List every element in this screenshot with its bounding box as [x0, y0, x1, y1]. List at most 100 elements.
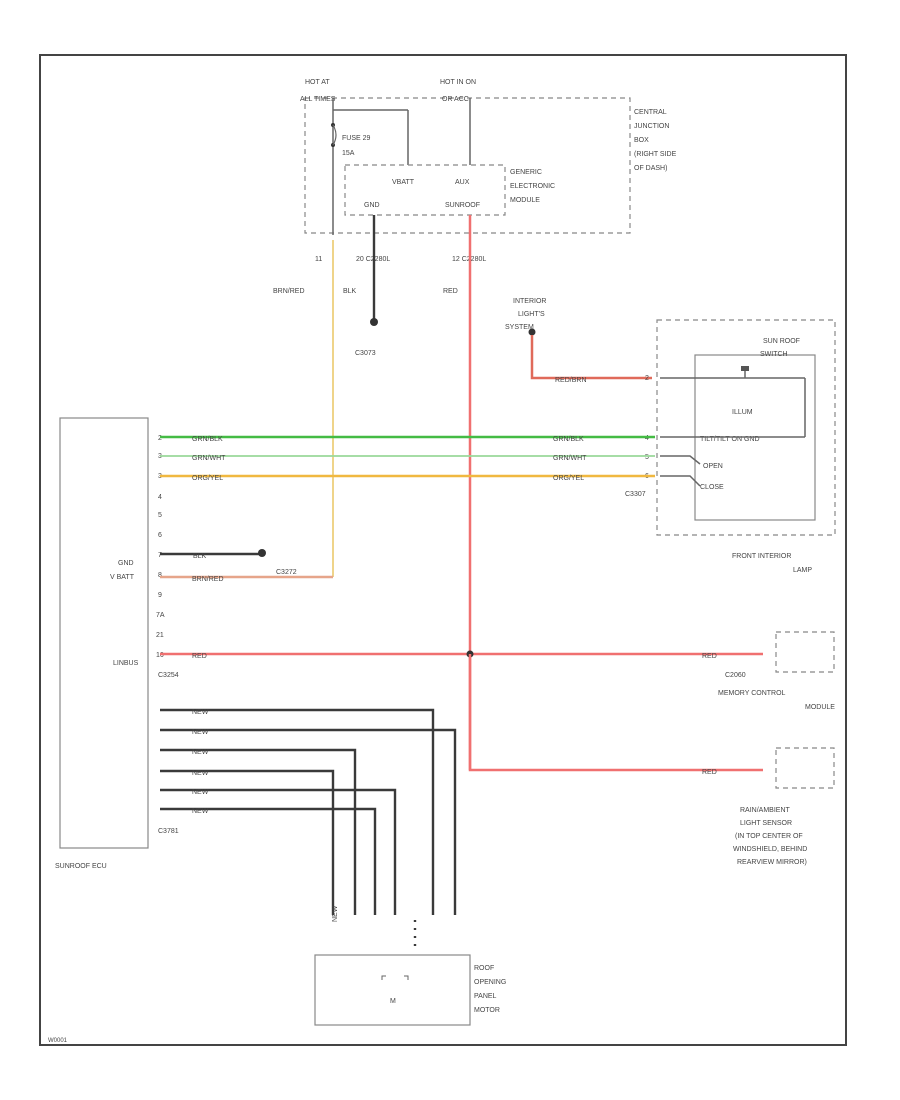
svg-text:MOTOR: MOTOR	[474, 1007, 500, 1014]
hot-in-on-label-1: HOT IN ON	[440, 79, 476, 86]
motor-wire-label-2: NEW	[192, 729, 209, 736]
gem-gnd-label: GND	[364, 202, 380, 209]
motor-wire-4	[160, 769, 335, 915]
svg-text:WINDSHIELD, BEHIND: WINDSHIELD, BEHIND	[733, 846, 807, 853]
wire-label-brn-red-top: BRN/RED	[273, 288, 305, 295]
sunroof-ecu-box	[59, 417, 149, 849]
wire-label-red-memory: RED	[702, 653, 717, 660]
svg-text:PANEL: PANEL	[474, 993, 497, 1000]
switch-close-stub	[660, 475, 701, 487]
wire-label-org-yel-right: ORG/YEL	[553, 475, 584, 482]
ecu-linbus-label: LINBUS	[113, 660, 139, 667]
fuse-rating: 15A	[342, 150, 355, 157]
svg-text:RAIN/AMBIENT: RAIN/AMBIENT	[740, 807, 791, 814]
generic-electronic-module	[344, 164, 506, 216]
gem-sunroof-label: SUNROOF	[445, 202, 480, 209]
svg-text:FRONT INTERIOR: FRONT INTERIOR	[732, 553, 791, 560]
ground-label-c3272: C3272	[276, 569, 297, 576]
ecu-gnd-label: GND	[118, 560, 134, 567]
wire-label-red-rain: RED	[702, 769, 717, 776]
ground-label-c3073: C3073	[355, 350, 376, 357]
interior-light-label: INTERIOR LIGHT'S SYSTEM	[505, 298, 546, 331]
ecu-pin-21: 21	[156, 632, 164, 639]
svg-text:LIGHT SENSOR: LIGHT SENSOR	[740, 820, 792, 827]
ecu-pin-7: 7	[158, 552, 162, 559]
switch-pin-5: 5	[645, 454, 649, 461]
svg-text:INTERIOR: INTERIOR	[513, 298, 546, 305]
sunroof-ecu-label: SUNROOF ECU	[55, 863, 107, 870]
central-box-name: CENTRAL JUNCTION BOX (RIGHT SIDE OF DASH…	[634, 109, 677, 172]
central-junction-box	[304, 97, 631, 234]
switch-open-stub	[660, 455, 701, 465]
switch-pin-2: 2	[645, 375, 649, 382]
diagram-frame	[39, 54, 847, 1046]
tilt-label: TILT/TILT ON GND	[700, 436, 760, 443]
gem-vbatt-label: VBATT	[392, 179, 415, 186]
svg-text:LAMP: LAMP	[793, 567, 812, 574]
svg-text:SUN ROOF: SUN ROOF	[763, 338, 800, 345]
svg-text:(RIGHT SIDE: (RIGHT SIDE	[634, 151, 677, 158]
ecu-pin-8: 8	[158, 572, 162, 579]
svg-text:MODULE: MODULE	[805, 704, 835, 711]
svg-text:BOX: BOX	[634, 137, 649, 144]
close-label: CLOSE	[700, 484, 724, 491]
ground-point-c3272	[258, 549, 266, 557]
wire-label-grn-blk-right: GRN/BLK	[553, 436, 584, 443]
connector-11: 11	[315, 256, 322, 263]
wire-label-grn-blk-left: GRN/BLK	[192, 436, 223, 443]
ecu-pin-4: 4	[158, 494, 162, 501]
wire-label-org-yel-left: ORG/YEL	[192, 475, 223, 482]
connector-c2060: C2060	[725, 672, 746, 679]
motor-icon: M	[390, 998, 396, 1005]
wire-label-brn-red-ecu: BRN/RED	[192, 576, 224, 583]
ecu-pin-16: 16	[156, 652, 164, 659]
hot-at-label-2: ALL TIMES	[300, 96, 336, 103]
hot-in-on-label-2: OR ACC	[442, 96, 469, 103]
open-label: OPEN	[703, 463, 723, 470]
connector-c3254: C3254	[158, 672, 179, 679]
wire-label-red-top: RED	[443, 288, 458, 295]
fuse-icon	[332, 124, 337, 146]
motor-wire-label-5: NEW	[192, 789, 209, 796]
svg-text:MODULE: MODULE	[510, 197, 540, 204]
rain-sensor-label: RAIN/AMBIENT LIGHT SENSOR (IN TOP CENTER…	[733, 807, 807, 866]
gem-aux-label: AUX	[455, 179, 470, 186]
ecu-pin-7a: 7A	[156, 612, 165, 619]
motor-wire-label-1: NEW	[192, 709, 209, 716]
svg-text:REARVIEW MIRROR): REARVIEW MIRROR)	[737, 859, 807, 866]
front-interior-lamp-box	[656, 319, 836, 536]
front-interior-lamp-label: FRONT INTERIOR LAMP	[732, 553, 812, 574]
connector-c3307: C3307	[625, 491, 646, 498]
svg-text:OPENING: OPENING	[474, 979, 506, 986]
svg-text:OF DASH): OF DASH)	[634, 165, 667, 172]
switch-pin-4: 4	[645, 435, 649, 442]
motor-wire-label-4: NEW	[192, 770, 209, 777]
svg-text:ELECTRONIC: ELECTRONIC	[510, 183, 555, 190]
red-brn-switch-wire	[530, 335, 652, 380]
svg-text:LIGHT'S: LIGHT'S	[518, 311, 545, 318]
ecu-pin-2: 2	[158, 435, 162, 442]
interior-light-node	[528, 328, 536, 336]
wire-label-blk-top: BLK	[343, 288, 357, 295]
motor-wire-2	[160, 728, 457, 915]
svg-text:MEMORY CONTROL: MEMORY CONTROL	[718, 690, 786, 697]
motor-wire-5	[160, 788, 397, 915]
svg-text:JUNCTION: JUNCTION	[634, 123, 669, 130]
svg-text:(IN TOP CENTER OF: (IN TOP CENTER OF	[735, 833, 803, 840]
connector-c3781: C3781	[158, 828, 179, 835]
ground-point-c3073	[370, 318, 378, 326]
wire-label-grn-wht-right: GRN/WHT	[553, 455, 587, 462]
svg-text:GENERIC: GENERIC	[510, 169, 542, 176]
ecu-pin-5: 5	[158, 512, 162, 519]
sunroof-switch-title: SUN ROOF SWITCH	[760, 338, 800, 358]
wire-label-blk-ecu: BLK	[193, 553, 207, 560]
fuse-label: FUSE 29	[342, 135, 371, 142]
motor-wire-label-3: NEW	[192, 749, 209, 756]
wire-label-grn-wht-left: GRN/WHT	[192, 455, 226, 462]
rain-sensor-box	[775, 747, 835, 789]
illum-lamp-icon	[741, 366, 749, 371]
svg-text:CENTRAL: CENTRAL	[634, 109, 667, 116]
wire-red-rain-sensor	[468, 654, 763, 772]
roof-motor-label: ROOF OPENING PANEL MOTOR	[474, 965, 506, 1014]
